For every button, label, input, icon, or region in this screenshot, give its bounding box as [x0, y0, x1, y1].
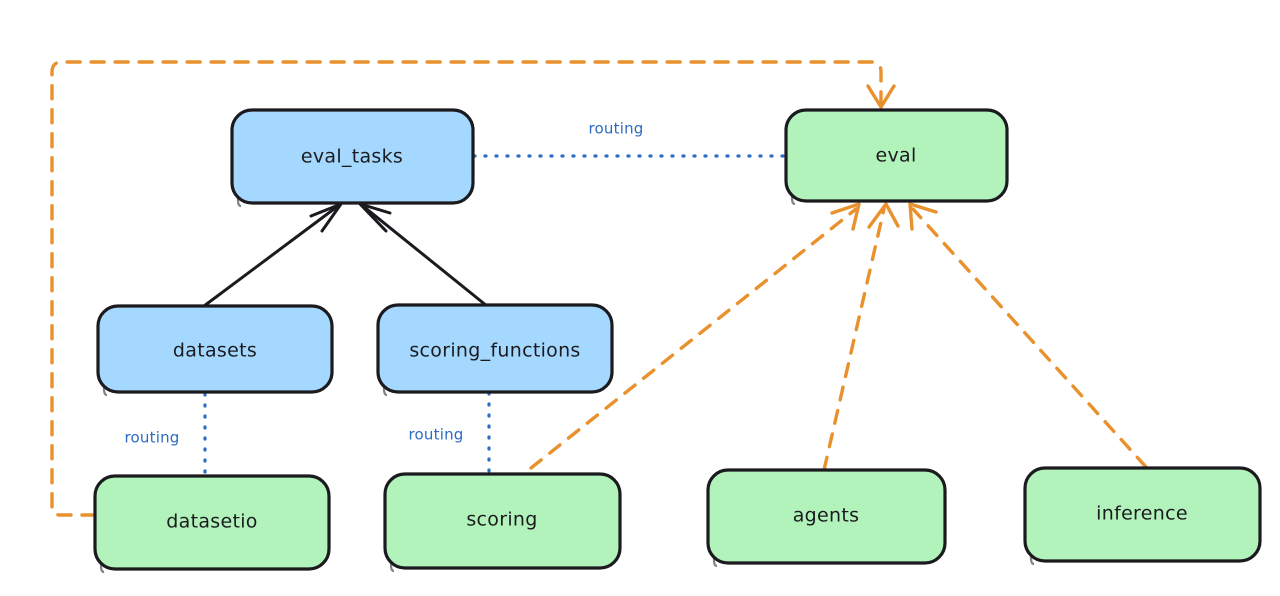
node-shadow-datasetio	[99, 492, 105, 574]
node-label-agents: agents	[793, 505, 860, 527]
node-shadow-datasets	[102, 322, 108, 397]
edge-scoringfn-evaltasks	[358, 202, 489, 308]
edge-label-routing-scoringfn: routing	[409, 426, 464, 444]
node-scoring[interactable]: scoring	[383, 472, 622, 573]
arrowhead-scoringfn-evaltasks	[358, 202, 392, 233]
node-shape-eval[interactable]	[784, 108, 1009, 203]
edge-scoring-eval	[529, 202, 861, 470]
node-inference[interactable]: inference	[1023, 466, 1262, 566]
edge-datasets-evaltasks	[202, 202, 343, 308]
node-shape-scoring-functions[interactable]	[376, 303, 614, 394]
node-scoring-functions[interactable]: scoring_functions	[376, 303, 614, 397]
node-label-eval-tasks: eval_tasks	[301, 146, 403, 168]
node-shadow-eval-tasks	[236, 126, 242, 208]
node-label-scoring: scoring	[466, 509, 537, 531]
node-shape-datasetio[interactable]	[93, 474, 331, 571]
node-shadow-scoring	[389, 490, 395, 573]
edge-path-scoring-eval	[529, 207, 858, 470]
node-shape-eval-tasks[interactable]	[230, 108, 475, 205]
arrowhead-inference-eval	[908, 202, 938, 231]
node-label-eval: eval	[875, 145, 916, 167]
node-label-datasetio: datasetio	[166, 511, 257, 533]
node-shadow-eval	[790, 126, 796, 206]
edge-path-datasetio-eval	[50, 60, 883, 517]
node-label-scoring-functions: scoring_functions	[409, 340, 580, 362]
node-shape-agents[interactable]	[706, 468, 947, 565]
edge-path-scoringfn-evaltasks	[361, 204, 489, 308]
edge-label-routing-datasets: routing	[125, 429, 180, 447]
node-shadow-agents	[712, 486, 718, 568]
arrowhead-datasets-evaltasks	[309, 202, 343, 233]
edge-inference-eval	[908, 202, 1148, 469]
node-eval[interactable]: eval	[784, 108, 1009, 206]
edge-label-routing-evaltasks: routing	[589, 120, 644, 138]
node-eval-tasks[interactable]: eval_tasks	[230, 108, 475, 208]
node-agents[interactable]: agents	[706, 468, 947, 568]
node-shadow-scoring-functions	[382, 321, 388, 397]
node-label-inference: inference	[1096, 503, 1188, 525]
edge-path-datasets-evaltasks	[202, 204, 340, 308]
node-shadow-inference	[1029, 484, 1035, 566]
arrowhead-scoring-eval	[830, 202, 861, 231]
node-datasets[interactable]: datasets	[96, 304, 334, 397]
edge-agents-eval	[822, 202, 900, 472]
edge-path-agents-eval	[822, 207, 886, 472]
arrowhead-agents-eval	[867, 202, 900, 229]
edge-path-inference-eval	[911, 207, 1148, 469]
node-shape-scoring[interactable]	[383, 472, 622, 570]
node-label-datasets: datasets	[173, 340, 257, 362]
node-datasetio[interactable]: datasetio	[93, 474, 331, 574]
node-shape-inference[interactable]	[1023, 466, 1262, 563]
node-shape-datasets[interactable]	[96, 304, 334, 394]
arrowhead-datasetio-eval	[866, 84, 896, 109]
edge-datasetio-eval	[50, 60, 896, 517]
